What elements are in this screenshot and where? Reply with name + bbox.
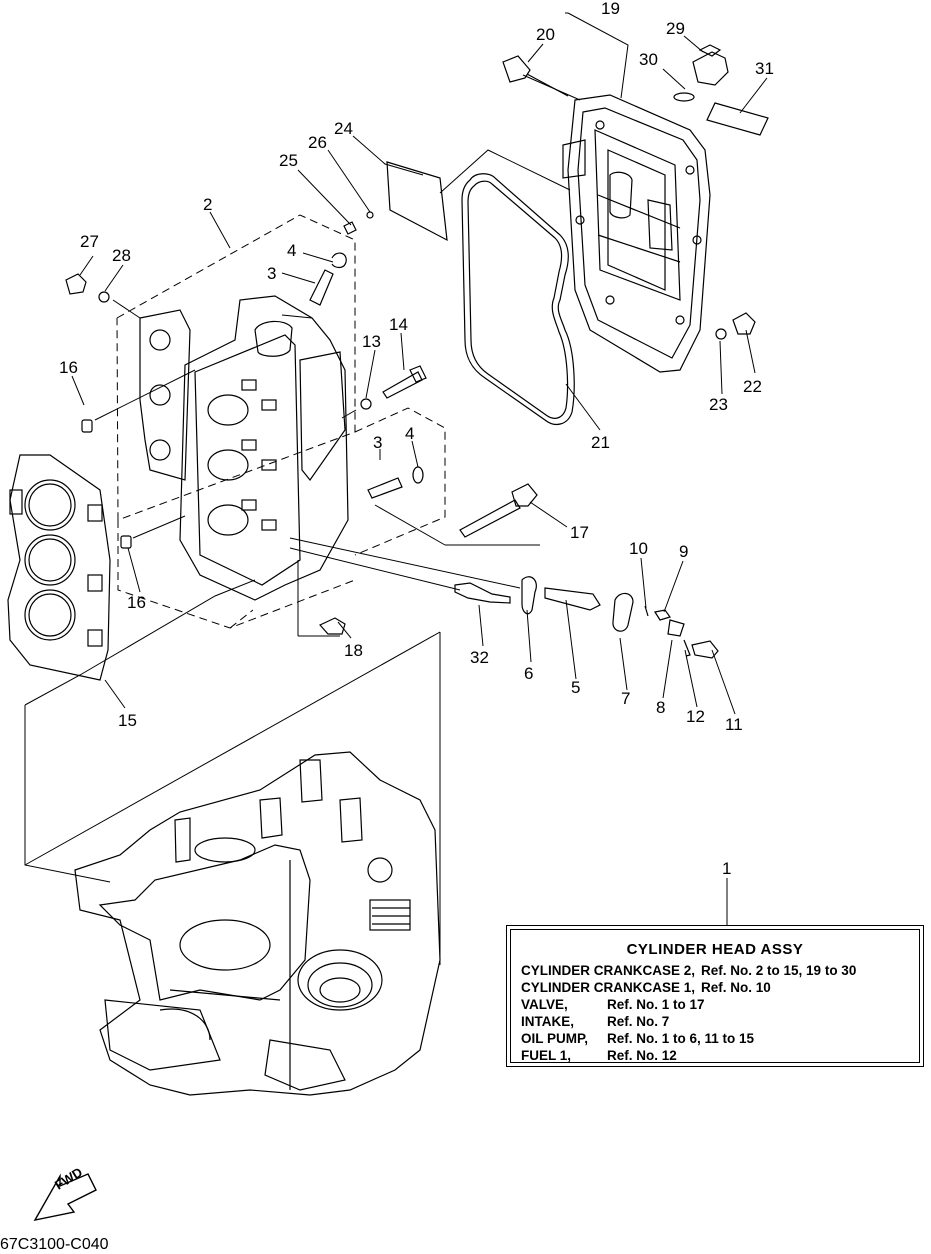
callout-7: 7: [621, 689, 631, 708]
callout-32: 32: [470, 648, 489, 667]
legend-row: OIL PUMP, Ref. No. 1 to 6, 11 to 15: [521, 1031, 754, 1046]
legend-row-name: FUEL 1,: [521, 1048, 572, 1063]
legend-row-ref: Ref. No. 10: [701, 980, 771, 995]
legend-row-ref: Ref. No. 7: [607, 1014, 670, 1029]
callout-8: 8: [656, 698, 666, 717]
legend-row: VALVE, Ref. No. 1 to 17: [521, 997, 705, 1012]
small-parts-lower: [319, 466, 719, 659]
cover-gasket: [461, 173, 575, 426]
callout-4: 4: [287, 241, 297, 260]
legend-title: CYLINDER HEAD ASSY: [626, 941, 804, 958]
legend-row: INTAKE, Ref. No. 7: [521, 1014, 669, 1029]
callout-17: 17: [570, 523, 589, 542]
callout-22: 22: [743, 377, 762, 396]
callout-24: 24: [334, 119, 353, 138]
assembly-lines: [24, 504, 540, 965]
fwd-arrow: [33, 1173, 97, 1221]
callout-9: 9: [679, 542, 689, 561]
callout-30: 30: [639, 50, 658, 69]
callout-14: 14: [389, 315, 408, 334]
callout-28: 28: [112, 246, 131, 265]
legend-row: CYLINDER CRANKCASE 1, Ref. No. 10: [521, 980, 771, 995]
callout-21: 21: [591, 433, 610, 452]
legend-row-name: VALVE,: [521, 997, 568, 1012]
callout-16: 16: [59, 358, 78, 377]
crankcase-block: [74, 751, 441, 1096]
callout-19: 19: [601, 0, 620, 18]
callout-26: 26: [308, 133, 327, 152]
legend-row: FUEL 1, Ref. No. 12: [521, 1048, 677, 1063]
callout-11: 11: [725, 715, 743, 734]
callout-4: 4: [405, 424, 415, 443]
leader-lines: [71, 12, 768, 925]
callout-25: 25: [279, 151, 298, 170]
callout-3: 3: [373, 433, 383, 452]
legend-inner-frame: CYLINDER HEAD ASSY CYLINDER CRANKCASE 2,…: [510, 929, 920, 1063]
legend-row-name: OIL PUMP,: [521, 1031, 589, 1046]
legend-row-ref: Ref. No. 2 to 15, 19 to 30: [701, 963, 857, 978]
small-parts-upper: [65, 44, 769, 549]
legend-row-name: INTAKE,: [521, 1014, 574, 1029]
legend-row-name: CYLINDER CRANKCASE 1,: [521, 980, 696, 995]
callout-1: 1: [722, 859, 732, 878]
callout-27: 27: [80, 232, 99, 251]
legend-row-name: CYLINDER CRANKCASE 2,: [521, 963, 696, 978]
legend-row-ref: Ref. No. 1 to 6, 11 to 15: [607, 1031, 755, 1046]
callout-15: 15: [118, 711, 137, 730]
dashed-group-boxes: [116, 214, 446, 629]
head-gasket: [7, 454, 111, 681]
legend-row: CYLINDER CRANKCASE 2, Ref. No. 2 to 15, 1…: [521, 963, 856, 978]
drawing-code: 67C3100-C040: [0, 1236, 109, 1253]
callout-2: 2: [203, 195, 213, 214]
callout-3: 3: [267, 264, 277, 283]
callout-5: 5: [571, 678, 581, 697]
callout-13: 13: [362, 332, 381, 351]
callout-18: 18: [344, 641, 363, 660]
callout-23: 23: [709, 395, 728, 414]
assembly-legend-box: CYLINDER HEAD ASSY CYLINDER CRANKCASE 2,…: [506, 925, 924, 1067]
cylinder-head: [139, 295, 349, 601]
callout-6: 6: [524, 664, 534, 683]
callout-10: 10: [629, 539, 648, 558]
callout-12: 12: [686, 707, 705, 726]
callout-31: 31: [755, 59, 774, 78]
callout-20: 20: [536, 25, 555, 44]
callout-29: 29: [666, 19, 685, 38]
legend-row-ref: Ref. No. 12: [607, 1048, 677, 1063]
legend-row-ref: Ref. No. 1 to 17: [607, 997, 705, 1012]
cylinder-head-cover: [562, 94, 711, 373]
callout-16: 16: [127, 593, 146, 612]
